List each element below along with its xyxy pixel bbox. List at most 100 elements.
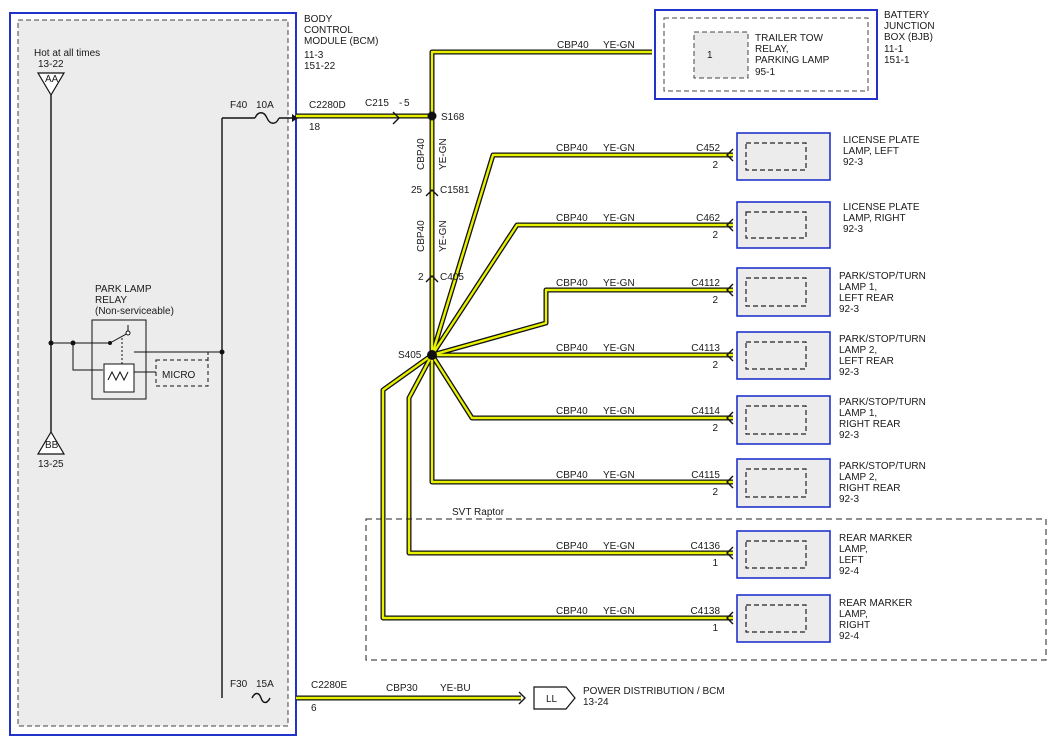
micro-box (155, 359, 209, 387)
load-connector-label: C4113 (691, 343, 720, 354)
power-connector-icon (518, 691, 526, 705)
load-inner-box (745, 468, 807, 498)
load-connector-icon (726, 611, 734, 625)
bcm-outline (9, 12, 297, 736)
load-wire-color: YE-GN (603, 541, 635, 552)
load-wire-circuit: CBP40 (556, 213, 588, 224)
load-connector-label: C4136 (691, 541, 721, 552)
c215-dash: - (399, 98, 402, 109)
load-inner-box (745, 142, 807, 171)
c1581-connector-icon (425, 189, 439, 197)
park-lamp-relay-label: PARK LAMP RELAY (Non-serviceable) (95, 284, 174, 317)
f30-fuse-icon (251, 692, 271, 704)
load-inner-box (745, 277, 807, 307)
load-connector-pin: 2 (712, 230, 718, 241)
bjb-inner (663, 17, 869, 92)
wire-c452-outline (429, 152, 733, 356)
trailer-tow-relay-box (693, 31, 749, 79)
f40-fuse-icon (254, 112, 280, 124)
load-wire-circuit: CBP40 (556, 343, 588, 354)
load-box (736, 201, 831, 249)
load-box (736, 395, 831, 445)
bjb-label: BATTERY JUNCTION BOX (BJB) 11-1 151-1 (884, 10, 937, 66)
load-connector-pin: 1 (712, 558, 718, 569)
c1581-pin: 25 (411, 185, 423, 196)
load-wire-color: YE-GN (603, 470, 635, 481)
s168-label: S168 (441, 112, 465, 123)
c2280e-label: C2280E (311, 680, 347, 691)
load-connector-pin: 1 (712, 623, 718, 634)
c405-pin: 2 (418, 272, 424, 283)
ll-connector-icon (533, 686, 576, 710)
c215-label: C215 (365, 98, 389, 109)
load-connector-label: C4138 (691, 606, 721, 617)
bb-label: BB (45, 440, 59, 451)
s405-splice-icon (427, 350, 437, 360)
load-connector-icon (726, 546, 734, 560)
load-box (736, 530, 831, 579)
wire-s168-to-bjb-outline (429, 49, 652, 116)
trailer-tow-relay-label: TRAILER TOW RELAY, PARKING LAMP 95-1 (755, 33, 832, 78)
c2280e-pin: 6 (311, 703, 317, 714)
relay-contact (125, 330, 131, 336)
load-connector-icon (726, 411, 734, 425)
vert-wire-circuit-1: CBP40 (416, 138, 427, 170)
load-connector-label: C4115 (691, 470, 720, 481)
aa-connector-icon (36, 72, 66, 97)
vert-wire-circuit-2: CBP40 (416, 220, 427, 252)
trailer-tow-relay-pin: 1 (707, 50, 713, 61)
load-inner-box (745, 341, 807, 370)
f40-label: F40 (230, 100, 248, 111)
load-wire-color: YE-GN (603, 343, 635, 354)
s405-label: S405 (398, 350, 422, 361)
load-connector-label: C452 (696, 143, 720, 154)
wire-c4138-outline (380, 352, 733, 621)
load-connector-icon (726, 348, 734, 362)
aa-label: AA (45, 74, 59, 85)
load-connector-pin: 2 (712, 423, 718, 434)
load-box (736, 594, 831, 643)
c1581-label: C1581 (440, 185, 470, 196)
load-connector-icon (726, 283, 734, 297)
c2280d-arrow-icon (292, 114, 298, 122)
load-inner-box (745, 211, 807, 239)
wire-c4136 (407, 354, 733, 555)
wire-c462 (430, 223, 733, 356)
c2280d-pin: 18 (309, 122, 321, 133)
relay-coil-zigzag (107, 370, 129, 382)
ll-label: LL (546, 694, 558, 705)
load-wire-color: YE-GN (603, 213, 635, 224)
svt-raptor-region (365, 518, 1047, 661)
load-wire-circuit: CBP40 (556, 406, 588, 417)
load-connector-pin: 2 (712, 295, 718, 306)
load-inner-box (745, 604, 807, 633)
wires (296, 49, 733, 701)
load-connector-icon (726, 218, 734, 232)
load-connector-label: C462 (696, 213, 720, 224)
load-wire-circuit: CBP40 (556, 278, 588, 289)
c215-connector-icon (392, 111, 400, 125)
load-connector-label: C4112 (691, 278, 720, 289)
load-wire-color: YE-GN (603, 406, 635, 417)
bb-connector-icon (36, 430, 66, 455)
vert-wire-color-2: YE-GN (438, 220, 449, 252)
power-wire-circuit: CBP30 (386, 683, 418, 694)
load-wire-circuit: CBP40 (556, 606, 588, 617)
f30-amp: 15A (256, 679, 274, 690)
wire-c4114 (430, 354, 733, 420)
c405-label: C405 (440, 272, 464, 283)
